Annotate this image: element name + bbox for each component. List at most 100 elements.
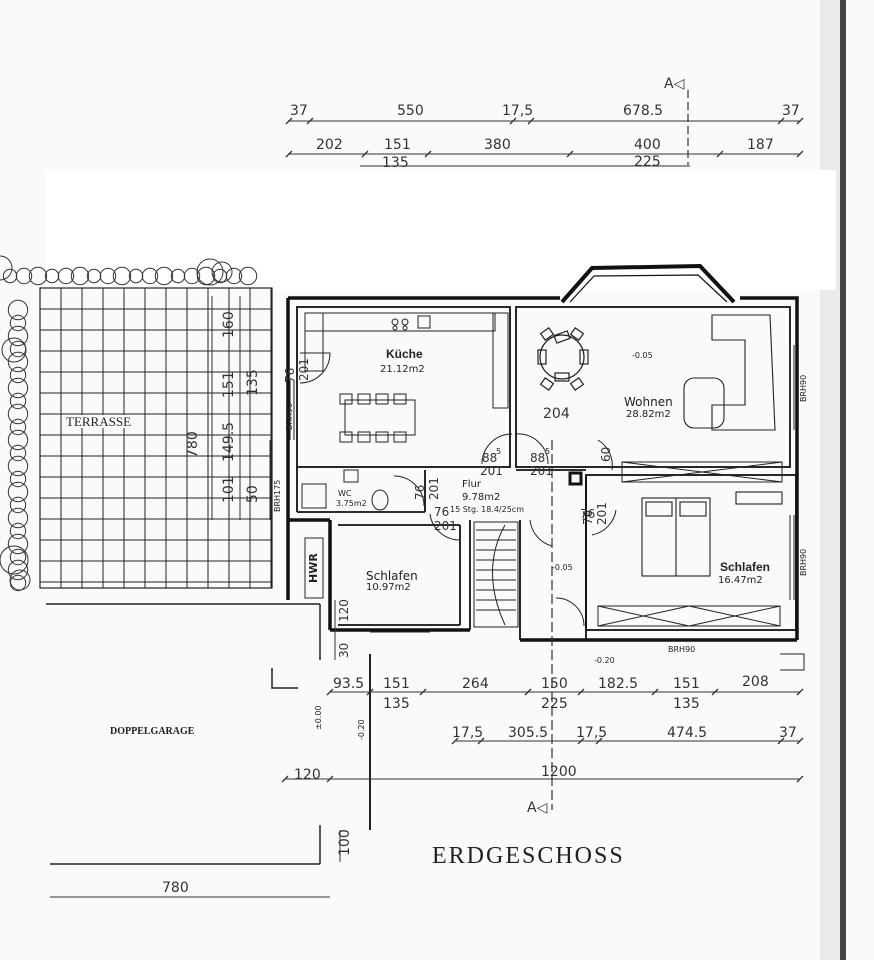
sofa — [683, 314, 776, 431]
bush — [7, 351, 29, 373]
level-wohnen: -0.05 — [632, 351, 653, 360]
room-area-wohnen: 28.82m2 — [626, 409, 671, 420]
bush — [7, 403, 29, 425]
bush — [7, 299, 29, 321]
bush — [9, 522, 27, 540]
bush — [211, 261, 233, 283]
bush — [7, 481, 29, 503]
dim-schlafen-r-76: 76 — [581, 509, 595, 525]
left-dimension-lines — [211, 296, 271, 520]
exterior-walls — [286, 296, 799, 642]
dim-top-2-d: 400 — [634, 137, 661, 153]
dim-kueche-door-76: 76 — [283, 367, 297, 383]
dim-garage-100: 100 — [337, 829, 353, 856]
dim-bot-3-a: 120 — [294, 767, 321, 783]
dim-garage-120: 120 — [337, 599, 351, 622]
top-dimension-lines — [285, 117, 804, 167]
room-area-kueche: 21.12m2 — [380, 364, 425, 375]
dim-top-2-b: 151 — [384, 137, 411, 153]
section-mark-top: A◁ — [664, 76, 685, 92]
dim-bot-1-a: 93.5 — [333, 676, 365, 692]
bush — [7, 455, 29, 477]
dim-bot-3-b: 1200 — [541, 764, 577, 780]
level-flur: -0.05 — [552, 563, 573, 572]
garage-walls — [46, 603, 805, 865]
bush — [99, 267, 117, 285]
dim-kueche-door-201: 201 — [297, 358, 311, 381]
windows — [289, 345, 795, 633]
dim-top-2-a: 202 — [316, 137, 343, 153]
dim-top-2-e: 187 — [747, 137, 774, 153]
bush — [7, 325, 29, 347]
bush — [9, 470, 27, 488]
dim-top-1-e: 37 — [782, 103, 800, 119]
room-label-flur: Flur — [462, 479, 481, 490]
dim-bot-1-b: 151 — [383, 676, 410, 692]
bottom-dimension-lines — [50, 600, 804, 898]
dim-chimney-60: 60 — [599, 446, 613, 462]
bush — [9, 496, 27, 514]
plan-title: ERDGESCHOSS — [432, 843, 625, 869]
room-label-kueche: Küche — [386, 347, 423, 361]
dim-top-1-c: 17,5 — [502, 103, 534, 119]
dim-left-160: 160 — [221, 311, 237, 338]
level-garage: ±0.00 — [314, 705, 323, 730]
hedge-bushes — [0, 255, 258, 592]
dim-flur-201-a: 201 — [480, 464, 503, 478]
dim-top-1-b: 550 — [397, 103, 424, 119]
bush — [1, 337, 27, 363]
bush — [196, 258, 224, 286]
dim-garage-30: 30 — [337, 642, 351, 658]
room-label-hwr: HWR — [307, 553, 320, 583]
dim-top-2-c: 380 — [484, 137, 511, 153]
wardrobe — [597, 605, 781, 627]
chimney — [568, 471, 583, 486]
room-label-schlafen-left: Schlafen — [366, 569, 418, 583]
bush — [225, 267, 243, 285]
dim-left-135: 135 — [245, 369, 261, 396]
dim-bot-2-e: 37 — [779, 725, 797, 741]
dim-bot-1-sub-b: 225 — [541, 696, 568, 712]
terrace-label: TERRASSE — [64, 414, 134, 429]
bush — [0, 545, 29, 575]
dim-flur-76-c: 76 — [580, 507, 596, 521]
bush — [7, 533, 29, 555]
bush — [7, 507, 29, 529]
bush — [141, 267, 159, 285]
wohnen-sideboard — [621, 461, 783, 483]
dim-garage-780: 780 — [162, 880, 189, 896]
section-mark-bottom: A◁ — [527, 800, 548, 816]
brh-wohnen: BRH90 — [799, 374, 808, 402]
kitchen-dining-table — [339, 393, 416, 443]
brh-bottom: BRH90 — [668, 645, 696, 654]
dim-flur-201-d: 201 — [434, 519, 457, 533]
room-area-wc: 3.75m2 — [336, 499, 367, 508]
dim-wohnen-204: 204 — [543, 406, 570, 422]
dim-bot-2-a: 17,5 — [452, 725, 484, 741]
room-area-schlafen-left: 10.97m2 — [366, 582, 411, 593]
level-garage-2: -0.20 — [357, 719, 366, 740]
kitchen-counter — [304, 312, 509, 409]
round-dining-table — [537, 327, 589, 391]
dim-top-1-d: 678.5 — [623, 103, 664, 119]
room-label-wc: WC — [338, 489, 352, 498]
bush — [154, 266, 174, 286]
bush — [15, 267, 33, 285]
dim-left-151: 151 — [221, 371, 237, 398]
bush — [9, 444, 27, 462]
dim-left-50: 50 — [245, 485, 261, 503]
dim-left-101: 101 — [221, 476, 237, 503]
bush — [9, 418, 27, 436]
dim-left-780: 780 — [185, 431, 201, 458]
bush — [112, 266, 132, 286]
dim-top-2-sub-b: 225 — [634, 154, 661, 170]
dim-flur-5-b: 5 — [545, 447, 551, 456]
dim-schlafen-r-201: 201 — [595, 502, 609, 525]
stair-info: 15 Stg. 18.4/25cm — [450, 505, 524, 514]
dim-flur-201-c: 201 — [427, 477, 441, 500]
dim-bot-2-c: 17,5 — [576, 725, 608, 741]
garage-label: DOPPELGARAGE — [110, 726, 195, 737]
dim-top-1-a: 37 — [290, 103, 308, 119]
